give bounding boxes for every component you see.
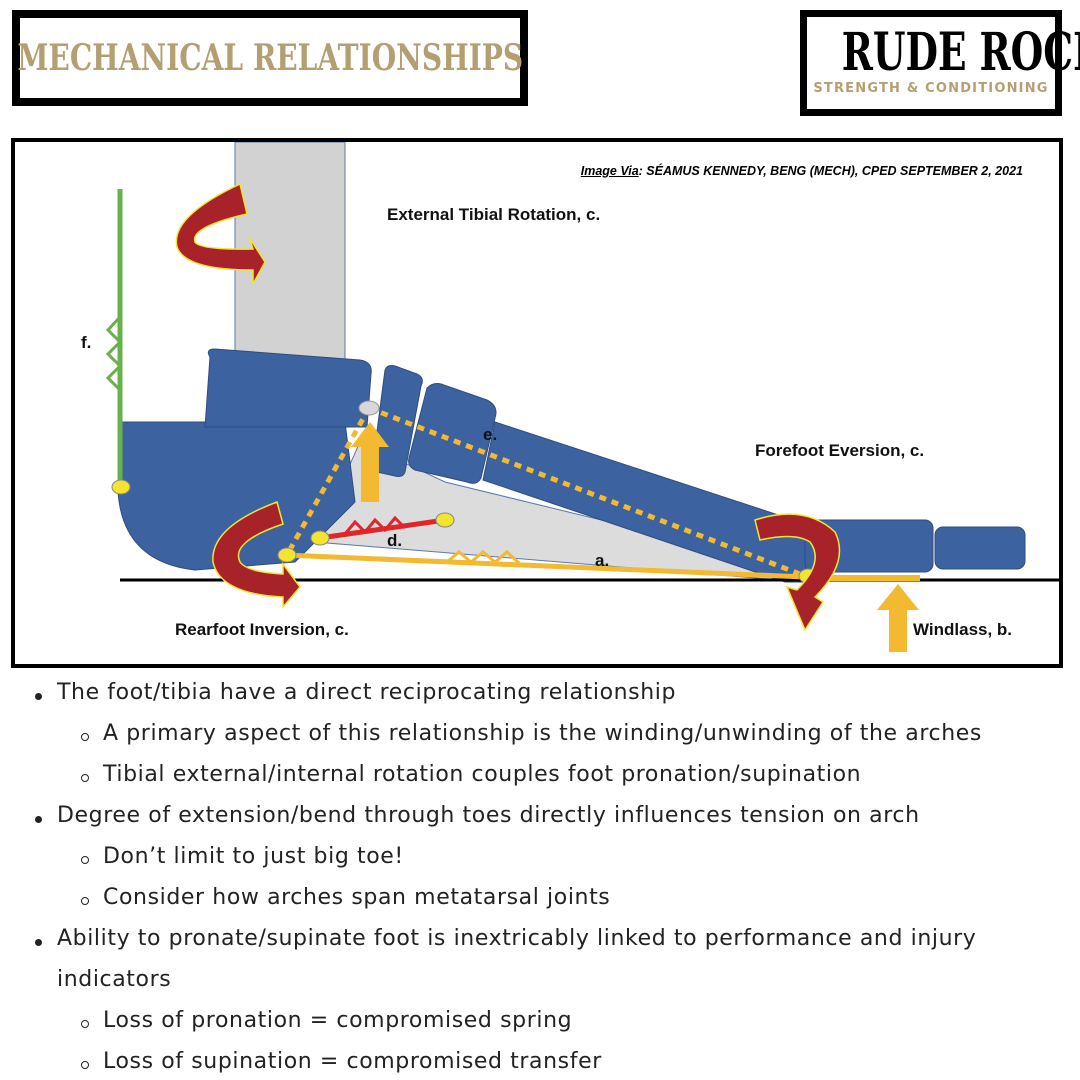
talus-bone [204,348,372,428]
plantar-fascia-a [284,552,806,580]
logo-sub-text: STRENGTH & CONDITIONING [813,81,1049,96]
rearfoot-rotation-arrow [212,501,301,610]
ligament-spring [343,515,407,535]
bullet-subitem: Loss of pronation = compromised spring [80,1008,573,1033]
upward-arrow-midfoot [351,422,389,502]
joint-talus [358,400,380,416]
plantar-fascia-spring [446,550,521,565]
bullet-item: The foot/tibia have a direct reciprocati… [34,680,677,705]
bullet-subitem: A primary aspect of this relationship is… [81,721,982,746]
label-windlass: Windlass, b. [913,620,1012,639]
label-d: d. [387,531,402,550]
bullet-subitem: Don’t limit to just big toe! [81,844,404,869]
bullet-subitem: Consider how arches span metatarsal join… [80,885,611,910]
bullet-subitem: Loss of supination = compromised transfe… [81,1049,602,1074]
distal-phalanx [934,526,1026,570]
green-spring-f [105,315,123,392]
joint-heel [111,479,131,495]
calcaneus-bone [117,421,356,571]
label-f: f. [81,333,91,352]
bullet-continuation: indicators [57,967,172,992]
brand-logo: RUDE ROCK STRENGTH & CONDITIONING [800,10,1080,116]
logo-main-text: RUDE ROCK [841,22,1080,83]
joint-d-end [435,512,455,528]
label-a: a. [595,551,609,570]
joint-d-start [310,530,330,546]
label-forefoot-eversion: Forefoot Eversion, c. [755,441,924,460]
label-external-tibial-rotation: External Tibial Rotation, c. [387,205,600,224]
page-title: MECHANICAL RELATIONSHIPS [17,37,523,79]
foot-mechanics-diagram: External Tibial Rotation, c. Forefoot Ev… [11,138,1063,668]
joint-rear [277,547,297,563]
bullet-item: Degree of extension/bend through toes di… [35,803,920,828]
forefoot-rotation-arrow [754,513,841,632]
bullet-item: Ability to pronate/supinate foot is inex… [34,926,977,951]
tibial-rotation-arrow [175,182,266,285]
label-e: e. [483,425,497,444]
bullet-subitem: Tibial external/internal rotation couple… [80,762,862,787]
dotted-line-rear [284,406,372,557]
credit-text: : SÉAMUS KENNEDY, BENG (MECH), CPED SEPT… [638,164,1023,178]
title-banner: MECHANICAL RELATIONSHIPS [12,10,528,106]
cuneiform-bone [408,383,497,484]
image-credit: Image Via: SÉAMUS KENNEDY, BENG (MECH), … [581,164,1023,178]
upward-arrow-windlass [877,584,919,652]
credit-label: Image Via [580,164,639,178]
label-rearfoot-inversion: Rearfoot Inversion, c. [175,620,349,639]
diagram-canvas: External Tibial Rotation, c. Forefoot Ev… [81,142,1059,652]
